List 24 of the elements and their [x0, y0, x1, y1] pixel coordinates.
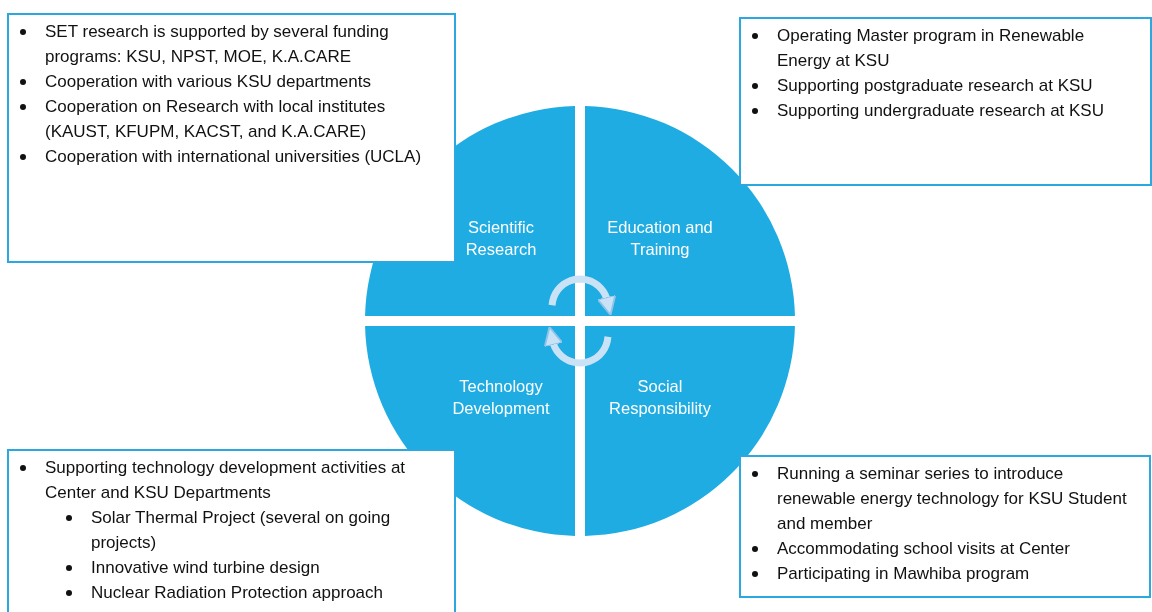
- bullet-item: Supporting undergraduate research at KSU: [777, 101, 1104, 120]
- bullet-item: Running a seminar series to introduce renewable energy technology for KSU Student and member: [777, 464, 1127, 533]
- cycle-arrow: [543, 326, 612, 367]
- bullet-item: Cooperation with various KSU departments: [45, 72, 371, 91]
- quadrant-title: Social Responsibility: [608, 376, 712, 419]
- text-panel: [7, 13, 456, 263]
- bullet-item: Accommodating school visits at Center: [777, 539, 1070, 558]
- text-panel: [7, 449, 456, 612]
- bullet-item: SET research is supported by several funding programs: KSU, NPST, MOE, K.A.CARE: [45, 22, 389, 66]
- text-panel: [739, 455, 1151, 598]
- quadrant-title: Scientific Research: [464, 217, 538, 260]
- cycle-arrow: [548, 275, 617, 316]
- bullet-item: Cooperation on Research with local institutes (KAUST, KFUPM, KACST, and K.A.CARE): [45, 97, 386, 141]
- bullet-item: Participating in Mawhiba program: [777, 564, 1030, 583]
- quadrant-title: Education and Training: [606, 217, 714, 260]
- bullet-item: Cooperation with international universities (UCLA): [45, 147, 422, 166]
- bullet-item: Solar Thermal Project (several on going projects): [91, 508, 391, 552]
- text-panel: [739, 17, 1152, 186]
- bullet-item: Innovative wind turbine design: [91, 558, 320, 577]
- bullet-item: Nuclear Radiation Protection approach: [91, 583, 383, 602]
- bullet-item: Supporting technology development activities at Center and KSU Departments: [45, 458, 406, 502]
- bullet-item: Operating Master program in Renewable Energy at KSU: [777, 26, 1085, 70]
- quadrant-title: Technology Development: [451, 376, 551, 419]
- bullet-item: Supporting postgraduate research at KSU: [777, 76, 1093, 95]
